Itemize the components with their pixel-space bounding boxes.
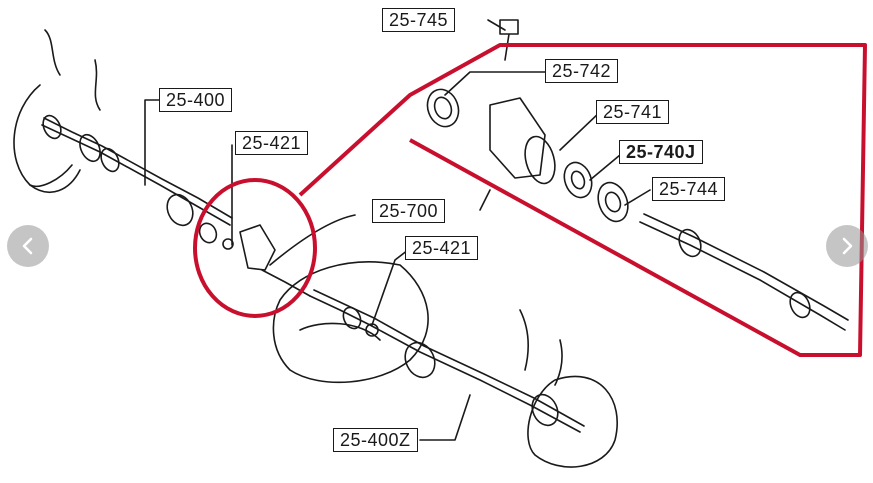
center-bracket <box>239 224 276 271</box>
part-label-25-741: 25-741 <box>596 100 670 124</box>
chevron-left-icon <box>22 237 33 255</box>
right-drive-shaft <box>309 295 581 433</box>
part-label-25-400: 25-400 <box>159 88 233 112</box>
part-label-25-742: 25-742 <box>545 59 619 83</box>
highlight-circle <box>193 178 317 318</box>
highlight-callout-box <box>298 43 867 357</box>
part-label-25-400z: 25-400Z <box>333 428 418 452</box>
seal-part <box>426 88 460 128</box>
part-label-25-745: 25-745 <box>382 8 456 32</box>
right-wheel-hub <box>527 375 618 468</box>
outer-seal-part <box>597 181 629 223</box>
left-wheel-hub <box>13 84 81 194</box>
bearing-bracket-part <box>489 97 546 179</box>
chevron-right-icon <box>842 237 853 255</box>
next-image-button[interactable] <box>826 225 868 267</box>
bolt-part <box>499 19 519 61</box>
part-label-25-744: 25-744 <box>652 177 726 201</box>
part-label-25-421-upper: 25-421 <box>235 131 309 155</box>
transmission-housing <box>272 261 429 384</box>
bearing-part <box>563 161 593 199</box>
inner-shaft-part <box>639 221 846 331</box>
left-drive-shaft <box>41 124 231 226</box>
part-label-25-421-lower: 25-421 <box>405 236 479 260</box>
previous-image-button[interactable] <box>7 225 49 267</box>
part-label-25-740j: 25-740J <box>619 140 703 164</box>
part-label-25-700: 25-700 <box>372 199 446 223</box>
